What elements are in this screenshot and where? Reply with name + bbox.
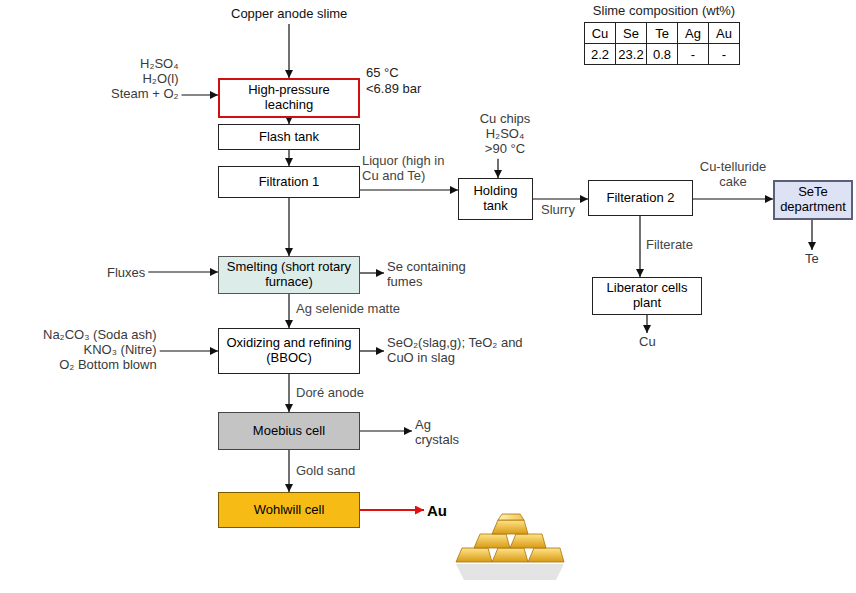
table-header-cell: Cu xyxy=(584,22,616,44)
node-text: SeTe department xyxy=(780,185,846,215)
stream-label: Filterate xyxy=(646,238,693,253)
input-label: Copper anode slime xyxy=(228,5,350,24)
flow-arrow xyxy=(182,94,218,95)
node-text: Smelting (short rotary furnace) xyxy=(225,260,353,290)
node-text: Steam + O₂ xyxy=(111,87,179,102)
node-text: Liberator cells plant xyxy=(599,281,695,311)
table-value-cell: - xyxy=(708,43,740,65)
process-box: High-pressure leaching xyxy=(218,78,360,118)
node-text: Se containing fumes xyxy=(387,260,501,290)
flow-arrow xyxy=(811,220,812,250)
table-value-cell: 23.2 xyxy=(615,43,647,65)
node-text: H₂SO₄ xyxy=(111,57,179,72)
table-header-cell: Se xyxy=(615,22,647,44)
table-header-cell: Te xyxy=(646,22,678,44)
flow-arrow xyxy=(360,350,384,351)
department-box: SeTe department xyxy=(773,180,853,220)
node-text: H₂SO₄ xyxy=(468,127,542,142)
product-label: Cu xyxy=(636,333,659,352)
flow-arrow xyxy=(533,198,588,199)
process-box: Flash tank xyxy=(218,124,360,150)
process-box: Wohlwill cell xyxy=(218,492,360,528)
process-box: Smelting (short rotary furnace) xyxy=(218,256,360,294)
process-box: Moebius cell xyxy=(218,412,360,450)
output-label: SeO₂(slag,g); TeO₂ and CuO in slag xyxy=(384,334,534,368)
reagent-list: Cu chipsH₂SO₄>90 °C xyxy=(465,110,545,159)
stream-label: Doré anode xyxy=(296,386,364,401)
table-title: Slime composition (wt%) xyxy=(584,4,744,19)
node-text: Filteration 2 xyxy=(607,191,675,206)
table-value-cell: - xyxy=(677,43,709,65)
flow-arrow xyxy=(148,271,218,272)
node-text: Cu xyxy=(639,335,656,350)
node-text: KNO₃ (Nitre) xyxy=(43,343,157,358)
flow-arrow xyxy=(288,150,289,166)
node-text: Ag crystals xyxy=(415,418,469,448)
flow-arrow xyxy=(288,24,289,78)
flow-arrow xyxy=(360,509,424,511)
flow-arrow xyxy=(360,189,458,190)
reagent-list: Na₂CO₃ (Soda ash)KNO₃ (Nitre)O₂ Bottom b… xyxy=(40,326,160,375)
node-text: Au xyxy=(427,502,447,519)
node-text: O₂ Bottom blown xyxy=(43,358,157,373)
flow-arrow xyxy=(288,198,289,256)
node-text: Copper anode slime xyxy=(231,7,347,22)
output-label: Ag crystals xyxy=(412,416,472,450)
process-box: Oxidizing and refining (BBOC) xyxy=(218,328,360,374)
stream-label: Liquor (high in Cu and Te) xyxy=(362,154,456,184)
process-box: Filtration 1 xyxy=(218,166,360,198)
node-text: Wohlwill cell xyxy=(254,503,325,518)
node-text: Holding tank xyxy=(465,184,526,214)
flow-arrow xyxy=(160,350,218,351)
node-text: Moebius cell xyxy=(253,424,325,439)
reagent-list: H₂SO₄H₂O(l)Steam + O₂ xyxy=(108,55,182,104)
node-text: Flash tank xyxy=(259,130,319,145)
stream-label: Cu-telluride cake xyxy=(693,160,773,190)
node-text: High-pressure leaching xyxy=(226,83,352,113)
process-box: Filteration 2 xyxy=(588,180,693,216)
flow-arrow xyxy=(288,374,289,412)
product-label: Te xyxy=(802,250,822,269)
gold-bars-illustration xyxy=(452,500,568,584)
flow-arrow xyxy=(646,315,647,333)
flow-arrow xyxy=(639,216,640,277)
stream-label: Slurry xyxy=(541,203,575,218)
flow-arrow xyxy=(288,450,289,492)
node-text: SeO₂(slag,g); TeO₂ and CuO in slag xyxy=(387,336,531,366)
node-text: Te xyxy=(805,252,819,267)
flow-arrow xyxy=(497,159,498,178)
flow-arrow xyxy=(288,294,289,328)
node-text: Oxidizing and refining (BBOC) xyxy=(225,336,353,366)
stream-label: Gold sand xyxy=(296,464,355,479)
node-text: Fluxes xyxy=(107,266,145,281)
node-text: >90 °C xyxy=(468,142,542,157)
input-label: Fluxes xyxy=(104,264,148,283)
node-text: H₂O(l) xyxy=(111,72,179,87)
node-text: Cu chips xyxy=(468,112,542,127)
condition-label: <6.89 bar xyxy=(366,82,421,97)
output-label: Se containing fumes xyxy=(384,258,504,292)
node-text: Na₂CO₃ (Soda ash) xyxy=(43,328,157,343)
table-header-cell: Ag xyxy=(677,22,709,44)
process-box: Liberator cells plant xyxy=(592,277,702,315)
stream-label: Ag selenide matte xyxy=(296,302,400,317)
table-value-cell: 0.8 xyxy=(646,43,678,65)
table-value-cell: 2.2 xyxy=(584,43,616,65)
table-header-cell: Au xyxy=(708,22,740,44)
node-text: Filtration 1 xyxy=(259,175,320,190)
process-box: Holding tank xyxy=(458,178,533,220)
flow-arrow xyxy=(360,430,412,431)
flow-arrow xyxy=(693,198,773,199)
product-label: Au xyxy=(424,500,450,521)
flow-arrow xyxy=(360,272,384,273)
condition-label: 65 °C xyxy=(366,66,399,81)
